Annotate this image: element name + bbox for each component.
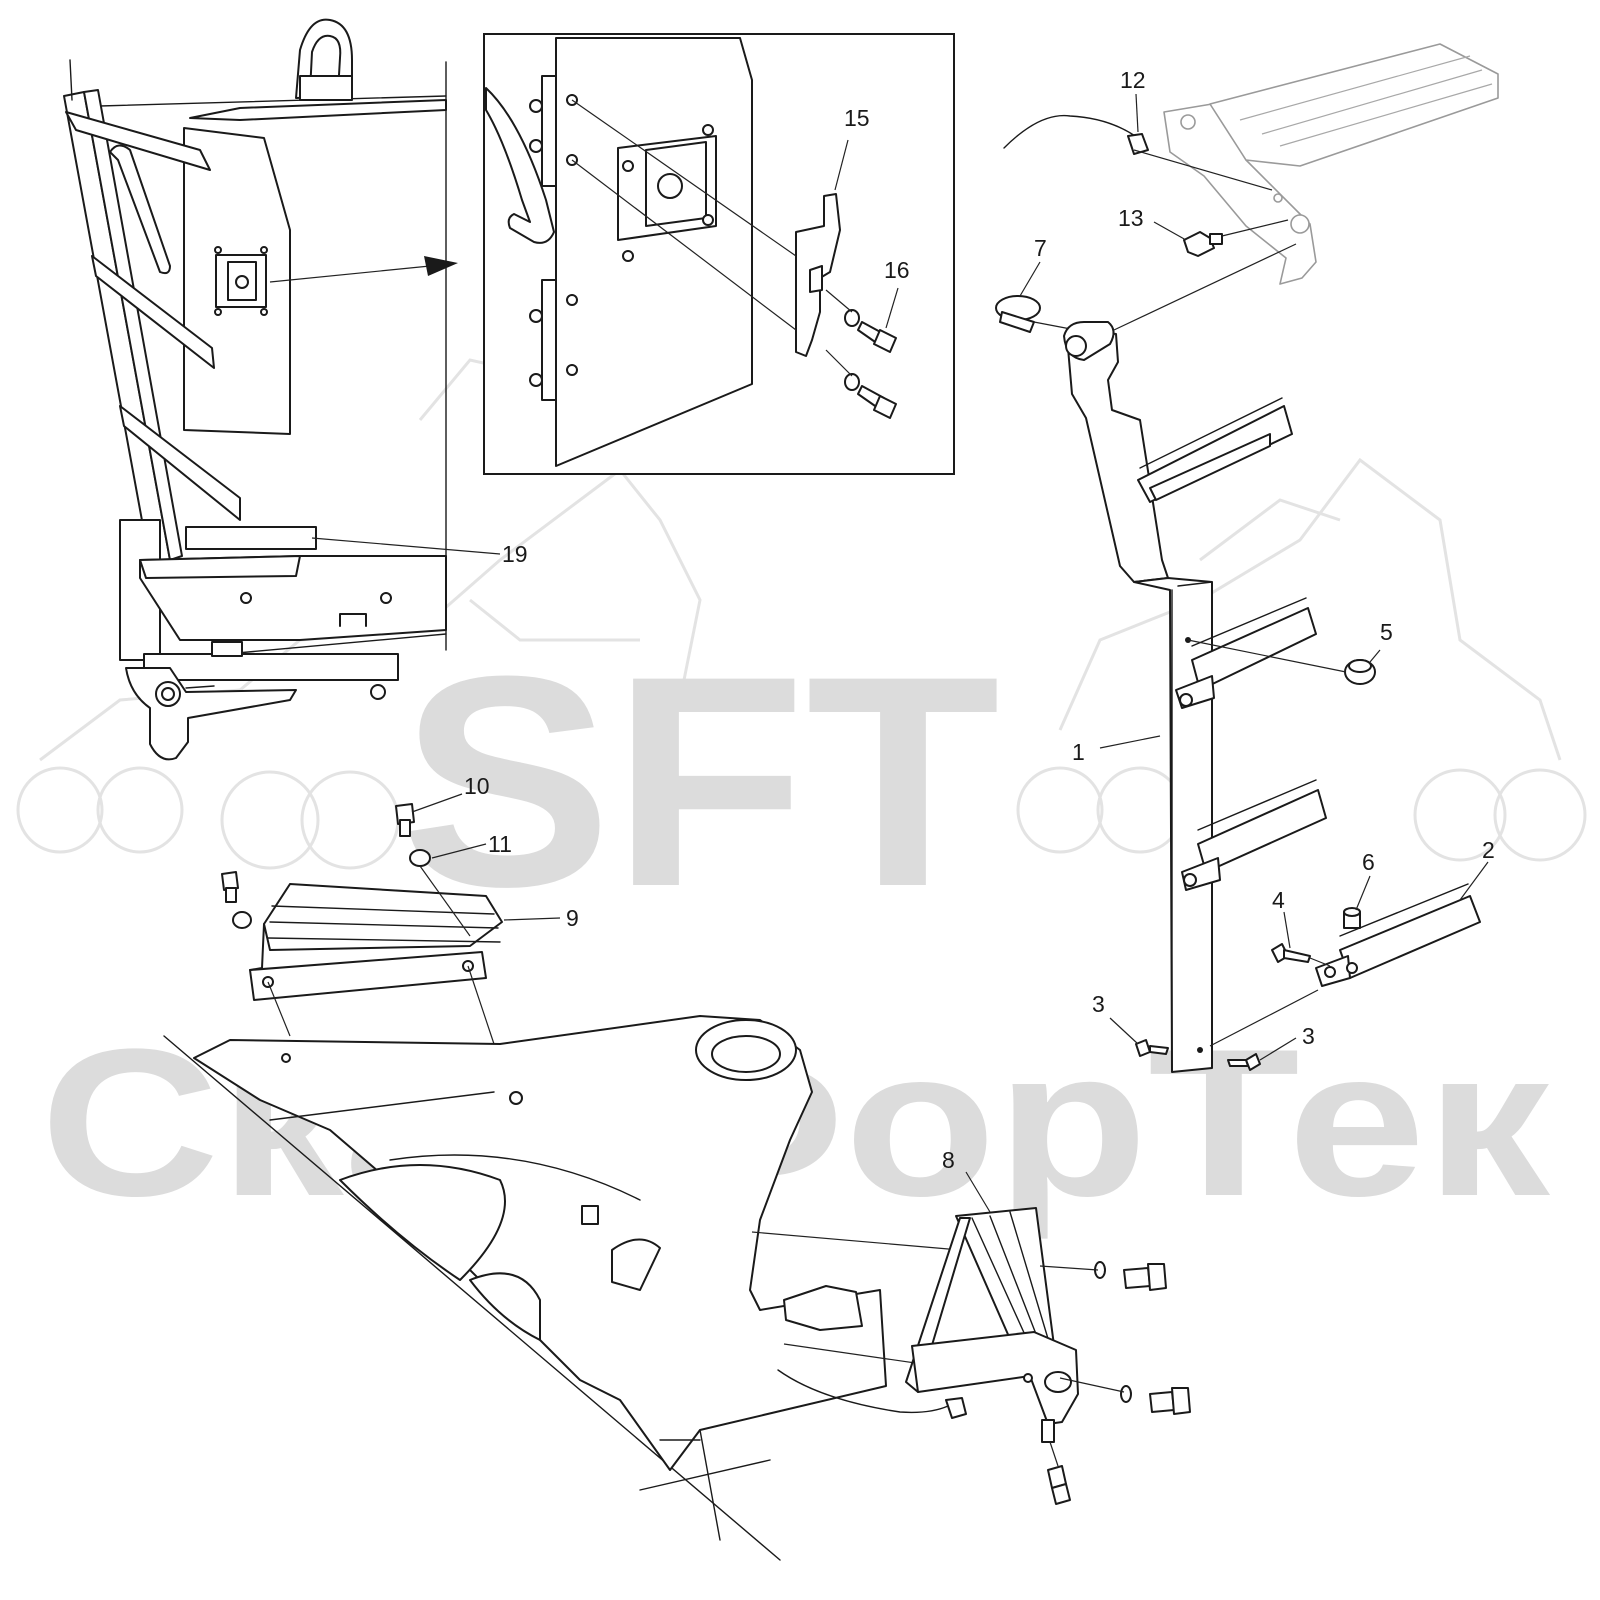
mount-bracket-existing <box>1163 43 1499 285</box>
access-ladder-assembly <box>995 43 1499 1073</box>
latch-bolts <box>844 309 897 419</box>
callout-5: 5 <box>1380 619 1393 645</box>
leader-4-rung <box>1309 957 1331 967</box>
step-9-leaders <box>267 865 495 1045</box>
callout-13: 13 <box>1118 205 1144 231</box>
callout-12: 12 <box>1120 67 1146 93</box>
ladder-rung-3 <box>1181 779 1327 891</box>
inset-leader-lines <box>571 99 899 377</box>
callout-19: 19 <box>502 541 528 567</box>
callout-2: 2 <box>1482 837 1495 863</box>
detail-arrow <box>269 256 458 283</box>
detached-rung <box>1315 883 1481 987</box>
step-9-bolts <box>221 803 431 929</box>
cab-side-assembly <box>63 18 458 761</box>
callout-leaders <box>311 93 1489 1213</box>
ladder-rung-1 <box>1137 397 1293 503</box>
sensor-cable <box>1003 114 1149 155</box>
callout-3-right: 3 <box>1302 1023 1315 1049</box>
lower-pivot-step <box>125 641 399 761</box>
cab-roof-rail <box>189 99 447 121</box>
lock-pin <box>995 295 1041 333</box>
callout-6: 6 <box>1362 849 1375 875</box>
frame-screws <box>1135 1039 1261 1071</box>
leader-13-mount <box>1221 219 1289 237</box>
step-8-assembly <box>905 1207 1191 1505</box>
spacer-bushing <box>1343 907 1361 929</box>
folded-ladder <box>63 59 241 661</box>
callout-3-left: 3 <box>1092 991 1105 1017</box>
callout-1: 1 <box>1072 739 1085 765</box>
callout-10: 10 <box>464 773 490 799</box>
callout-8: 8 <box>942 1147 955 1173</box>
ladder-rungs <box>1137 397 1327 891</box>
step-8-sensor <box>1047 1441 1071 1505</box>
step-8-bolts <box>1094 1261 1191 1415</box>
callout-11: 11 <box>488 831 512 857</box>
lower-step-assembly <box>221 803 503 1045</box>
callout-labels: 1 2 3 3 4 5 6 7 8 9 10 11 12 13 15 16 19 <box>464 67 1495 1173</box>
hinge-detail-inset <box>483 33 955 475</box>
step-8 <box>905 1207 1079 1443</box>
chassis-perspective-line <box>163 1035 781 1561</box>
callout-9: 9 <box>566 905 579 931</box>
watermark-brand: SFT <box>400 613 1000 949</box>
callout-16: 16 <box>884 257 910 283</box>
leader-12-mount <box>1133 149 1273 191</box>
lifting-eye <box>295 18 353 101</box>
step-box <box>139 526 447 641</box>
inset-grab-handle <box>485 87 555 244</box>
chassis-bushing-inner <box>711 1035 781 1073</box>
chassis-cable <box>777 1369 949 1414</box>
sensor-plug <box>1183 231 1223 257</box>
cap-plug <box>1344 659 1376 685</box>
leader-pivot-mount <box>1113 243 1297 331</box>
callout-4: 4 <box>1272 887 1285 913</box>
rung-bolt <box>1271 943 1311 963</box>
leader-5-frame <box>1187 639 1347 673</box>
chassis-main-plate <box>193 1015 887 1471</box>
ladder-rung-2 <box>1175 597 1317 709</box>
door-latch-plate <box>214 246 268 316</box>
step-9 <box>249 883 503 1001</box>
callout-15: 15 <box>844 105 870 131</box>
chassis-frame <box>163 1015 967 1561</box>
latch-hook <box>795 193 841 357</box>
callout-7: 7 <box>1034 235 1047 261</box>
leader-rung-frame <box>1209 989 1319 1047</box>
cab-wall-top <box>99 95 447 107</box>
